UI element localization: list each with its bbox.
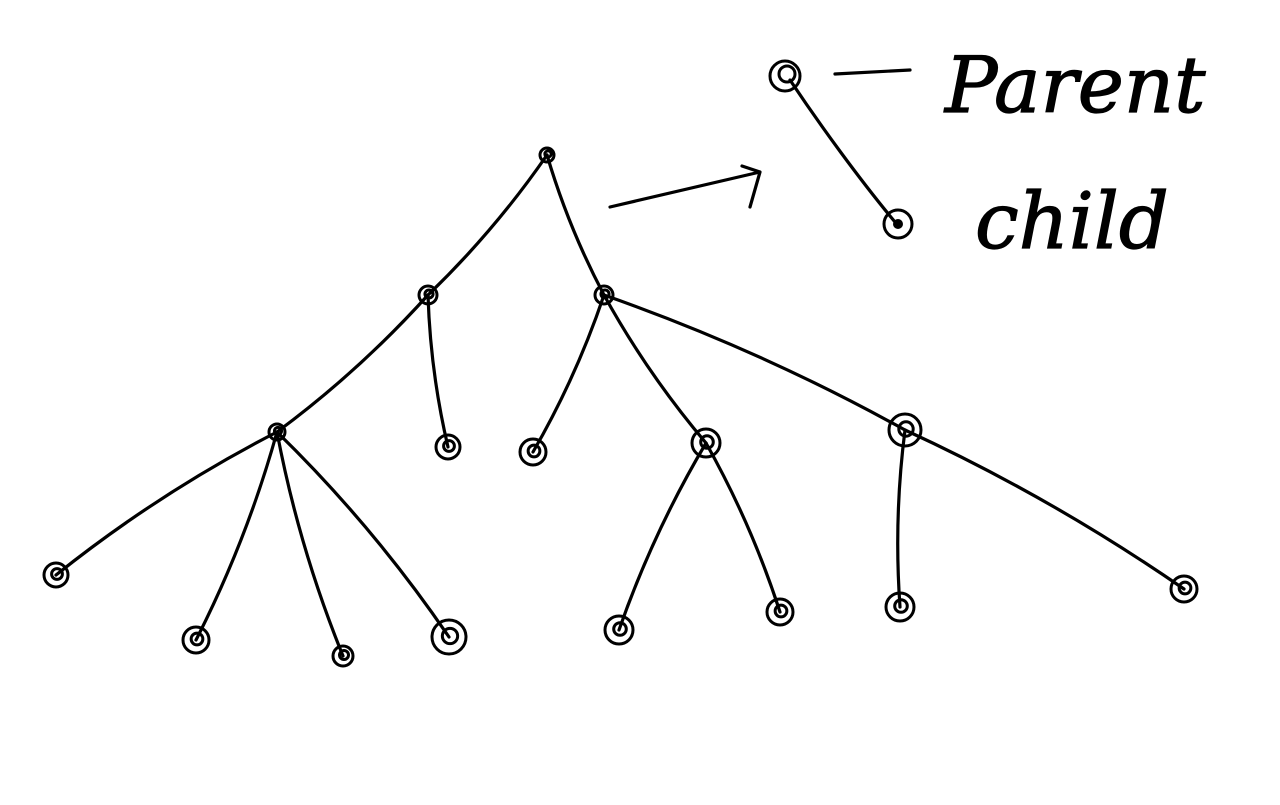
edge-a1-to-a1-4 bbox=[275, 430, 451, 639]
edges-layer bbox=[54, 153, 1186, 658]
legend-dash bbox=[833, 68, 912, 76]
tree-node-b3-1 bbox=[884, 591, 916, 623]
edge-b2-to-b2-1 bbox=[617, 441, 708, 632]
edge-a-to-a1 bbox=[275, 293, 430, 434]
tree-node-a1-3 bbox=[331, 644, 355, 668]
tree-node-b bbox=[593, 284, 615, 306]
nodes-layer bbox=[42, 146, 1199, 668]
tree-node-a1-4 bbox=[430, 618, 468, 656]
parent-label: Parent bbox=[943, 41, 1206, 131]
tree-node-a bbox=[417, 284, 439, 306]
pointer-arrow bbox=[608, 164, 762, 209]
edge-b3-to-b3-1 bbox=[896, 428, 907, 609]
tree-node-b3 bbox=[887, 412, 923, 448]
edge-b3-to-b3-2 bbox=[903, 428, 1186, 591]
tree-node-b2 bbox=[690, 427, 722, 459]
edge-root-to-b bbox=[545, 153, 606, 297]
edge-root-to-a bbox=[426, 153, 549, 297]
tree-node-a2 bbox=[434, 433, 462, 461]
edge-a1-to-a1-3 bbox=[275, 430, 345, 658]
tree-node-a1-2 bbox=[181, 625, 211, 655]
legend-edge bbox=[788, 78, 897, 224]
edge-b-to-b3 bbox=[602, 293, 907, 432]
tree-node-b2-1 bbox=[603, 614, 635, 646]
legend: Parent child bbox=[608, 40, 1207, 268]
legend-child-node bbox=[882, 208, 914, 240]
edge-b-to-b2 bbox=[602, 293, 708, 445]
edge-a1-to-a1-1 bbox=[54, 430, 279, 577]
child-label: child bbox=[975, 177, 1169, 267]
edge-a1-to-a1-2 bbox=[194, 430, 279, 642]
tree-node-b2-2 bbox=[765, 597, 795, 627]
edge-b2-to-b2-2 bbox=[704, 441, 782, 614]
tree-node-b1 bbox=[518, 437, 548, 467]
tree-node-root bbox=[538, 146, 556, 164]
legend-parent-node bbox=[768, 59, 802, 93]
tree-node-a1 bbox=[267, 422, 287, 442]
tree-node-b3-2 bbox=[1169, 574, 1199, 604]
edge-b-to-b1 bbox=[531, 293, 606, 454]
tree-node-a1-1 bbox=[42, 561, 70, 589]
edge-a-to-a2 bbox=[426, 293, 450, 449]
